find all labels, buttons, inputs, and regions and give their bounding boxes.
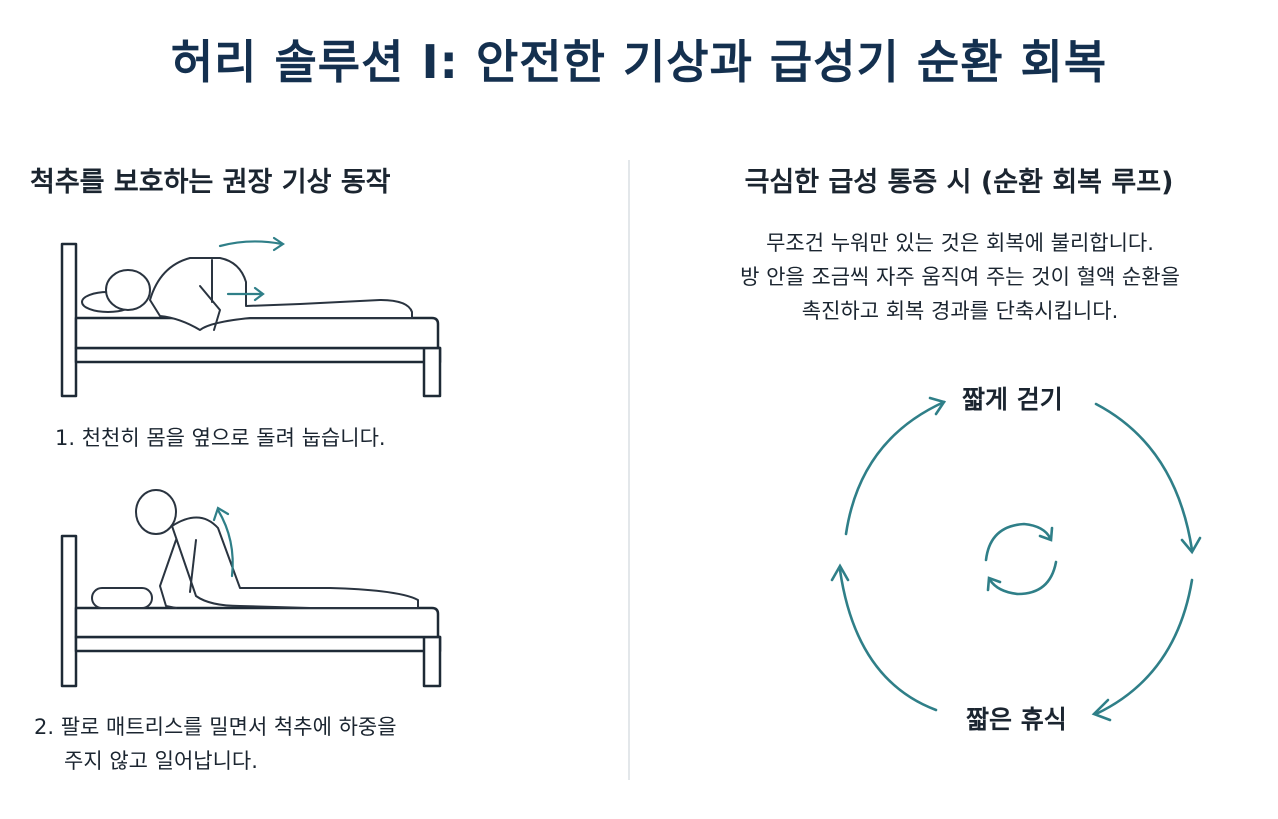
description-line-1: 무조건 누워만 있는 것은 회복에 불리합니다. [766, 231, 1154, 255]
person-lying-on-side-icon [81, 257, 413, 331]
loop-label-short-rest: 짧은 휴식 [966, 705, 1067, 734]
bed-illustration-2 [60, 534, 442, 688]
description-line-3: 촉진하고 회복 경과를 단축시킵니다. [801, 299, 1119, 323]
page-title: 허리 솔루션 I: 안전한 기상과 급성기 순환 회복 [170, 35, 1108, 89]
description-line-2: 방 안을 조금씩 자주 움직여 주는 것이 혈액 순환을 [740, 265, 1180, 289]
loop-label-short-walk: 짧게 걷기 [962, 385, 1063, 414]
loop-arrow-left [838, 568, 938, 712]
circulation-loop [830, 396, 1202, 722]
left-section-heading: 척추를 보호하는 권장 기상 동작 [30, 167, 391, 198]
loop-arrow-bottom [1094, 578, 1194, 716]
loop-arrow-top [844, 400, 946, 536]
person-pushing-up-icon [91, 489, 419, 609]
column-divider [628, 160, 630, 780]
step-1-caption: 1. 천천히 몸을 옆으로 돌려 눕습니다. [55, 426, 386, 450]
bed-illustration-1 [60, 242, 442, 398]
motion-arrows [212, 236, 285, 578]
refresh-icon [984, 522, 1058, 596]
loop-arrow-right [1094, 402, 1194, 552]
step-2-caption-line2: 주지 않고 일어납니다. [64, 749, 258, 773]
right-section-heading: 극심한 급성 통증 시 (순환 회복 루프) [744, 167, 1174, 198]
step-2-caption-line1: 2. 팔로 매트리스를 밀면서 척추에 하중을 [34, 715, 397, 739]
